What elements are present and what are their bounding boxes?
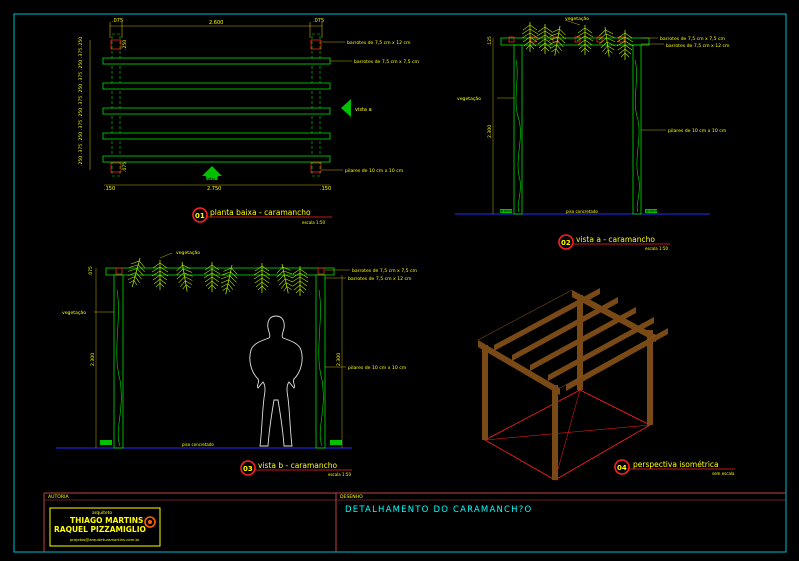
svg-text:.250: .250 [78, 37, 84, 47]
plan-label-text: planta baixa - caramancho [210, 208, 311, 217]
view-a-label-scale: escala 1:50 [645, 246, 668, 251]
view-b-note-beams: barrotes de 7,5 cm x 12 cm [348, 276, 412, 282]
view-b-label-number: 03 [243, 465, 253, 473]
view-a-note-posts: pilares de 10 cm x 10 cm [668, 128, 727, 134]
view-a-left-base: grama [500, 209, 512, 213]
view-a-right-base: grama [646, 209, 658, 213]
svg-text:.250: .250 [78, 156, 84, 166]
view-a-dim-height: 2.300 [487, 125, 493, 138]
view-b-dim-height-left: 2.300 [90, 353, 96, 366]
drawing-title: DETALHAMENTO DO CARAMANCH?O [345, 505, 532, 515]
isometric-drawing [477, 288, 668, 481]
view-a-note-beams: barrotes de 7,5 cm x 12 cm [666, 43, 730, 49]
plan-dim-bottom-right: .150 [320, 186, 331, 192]
view-b-label-text: vista b - caramancho [258, 461, 338, 470]
svg-text:.375: .375 [78, 120, 84, 130]
isometric-label-number: 04 [617, 464, 627, 472]
plan-dim-top-right: .075 [313, 18, 324, 24]
design-header: DESENHO [340, 494, 363, 500]
view-a-top-label: vegetação [565, 16, 589, 22]
plan-note-slats: barrotes de 7,5 cm x 7,5 cm [354, 59, 420, 65]
view-b-ground: piso concretado [182, 442, 214, 447]
plan-label-number: 01 [195, 212, 205, 220]
svg-text:.375: .375 [78, 144, 84, 154]
designer-line-2: RAQUEL PIZZAMIGLIO [54, 525, 146, 534]
view-a-dim-top: .125 [487, 36, 493, 46]
plan-view [89, 22, 352, 186]
view-a-left-label: vegetação [457, 96, 481, 102]
plan-dim-left-column: .250 .375 .250 .375 .250 .375 .250 .375 … [78, 37, 84, 166]
plan-dim-top-mid: 2.600 [209, 20, 223, 26]
isometric-label-badge [614, 459, 735, 475]
plan-note-posts: pilares de 10 cm x 10 cm [345, 168, 404, 174]
plan-arrow-b-label: vista b [203, 177, 220, 183]
view-b-drawing [56, 252, 352, 449]
view-a-arrow-icon [341, 99, 351, 117]
isometric-label-text: perspectiva isométrica [633, 460, 719, 469]
view-b-dim-height-right: 2.300 [336, 353, 342, 366]
plan-dim-bottom-mid: 2.750 [207, 186, 221, 192]
view-b-label-scale: escala 1:50 [328, 472, 351, 477]
sheet-border [13, 13, 787, 553]
plan-dim-side-1: .250 [122, 40, 128, 50]
view-a-ground: piso concretado [566, 209, 598, 214]
plan-label-badge [192, 207, 332, 223]
plan-dim-bottom-left: .150 [104, 186, 115, 192]
view-b-note-posts: pilares de 10 cm x 10 cm [348, 365, 407, 371]
designer-role: arquiteto [92, 510, 112, 516]
designer-line-1: THIAGO MARTINS [70, 516, 143, 525]
svg-text:.375: .375 [78, 96, 84, 106]
plan-arrow-a-label: vista a [355, 107, 372, 113]
plan-label-scale: escala 1:50 [302, 220, 325, 225]
view-a-label-number: 02 [561, 239, 571, 247]
logo-mark-icon [144, 516, 156, 528]
plan-note-beams: barrotes de 7,5 cm x 12 cm [347, 40, 411, 46]
plan-dim-side-2: .075 [122, 162, 128, 172]
view-a-note-slats: barrotes de 7,5 cm x 7,5 cm [660, 36, 726, 42]
designer-logo-box [49, 507, 161, 547]
view-b-note-slats: barrotes de 7,5 cm x 7,5 cm [352, 268, 418, 274]
isometric-label-scale: sem escala [712, 471, 735, 476]
plan-dim-top-left: .075 [112, 18, 123, 24]
svg-text:.250: .250 [78, 84, 84, 94]
svg-text:.250: .250 [78, 108, 84, 118]
view-b-left-label: vegetação [62, 310, 86, 316]
human-scale-figure [249, 315, 303, 447]
svg-text:.250: .250 [78, 60, 84, 70]
svg-text:.375: .375 [78, 72, 84, 82]
view-a-drawing [455, 19, 710, 215]
view-b-top-label: vegetação [176, 250, 200, 256]
svg-text:.375: .375 [78, 48, 84, 58]
view-a-label-badge [558, 234, 670, 250]
view-b-dim-top: .075 [88, 266, 94, 276]
view-b-label-badge [240, 460, 352, 476]
view-b-arrow-icon [202, 166, 222, 176]
view-a-label-text: vista a - caramancho [576, 235, 655, 244]
svg-text:.250: .250 [78, 132, 84, 142]
author-header: AUTORIA [48, 494, 69, 500]
designer-sub: projetos@arquiteturamartins.com.br [70, 537, 140, 542]
